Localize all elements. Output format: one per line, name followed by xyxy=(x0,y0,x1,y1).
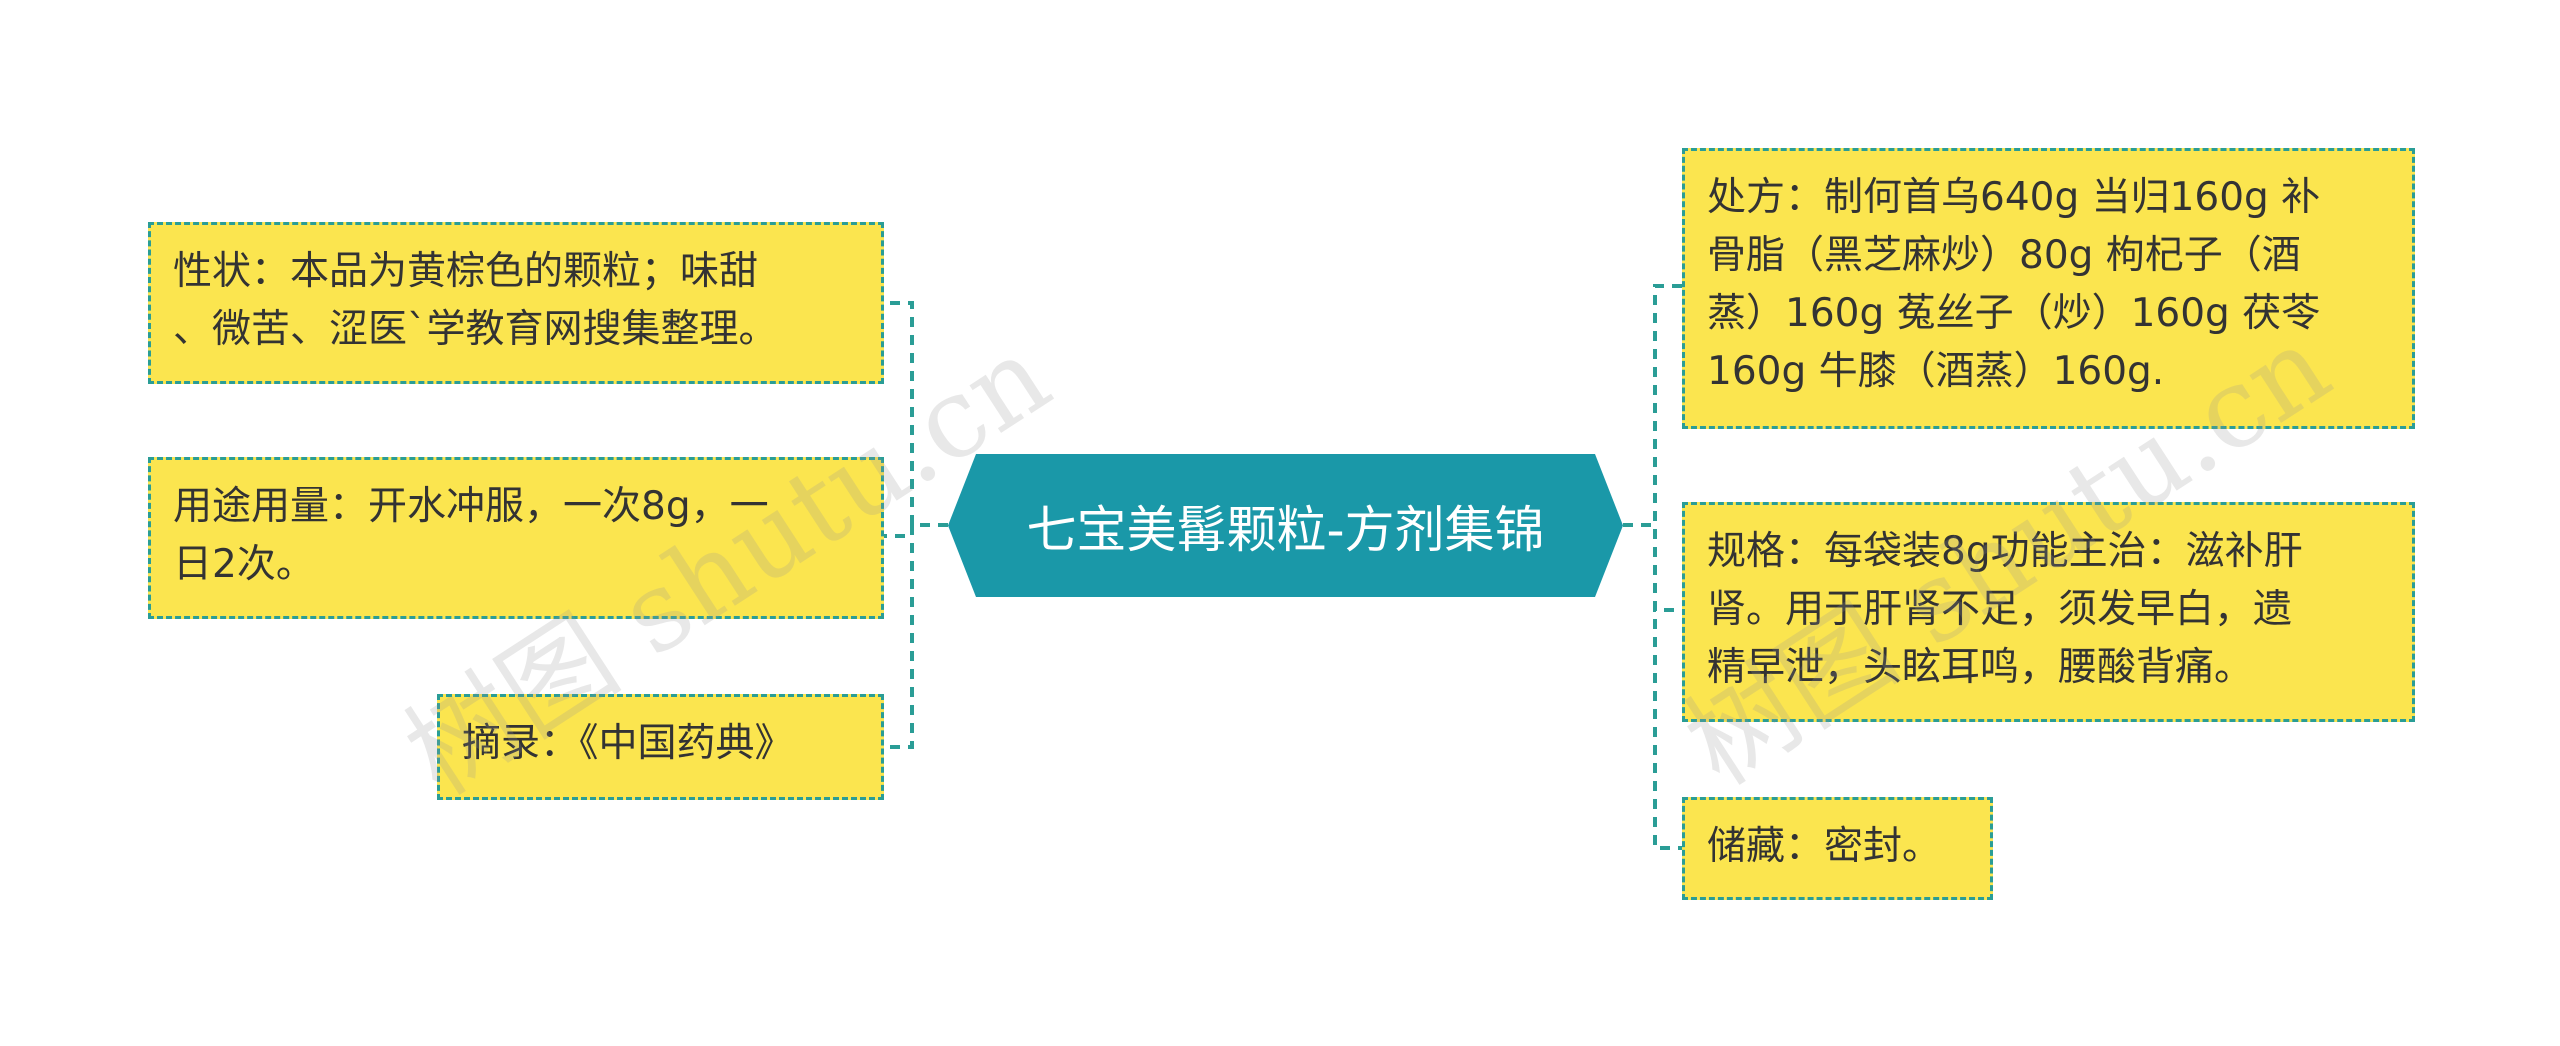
central-topic-title: 七宝美髯颗粒-方剂集锦 xyxy=(1026,500,1545,559)
connector-left-1 xyxy=(884,301,948,527)
topic-source[interactable]: 摘录：《中国药典》 xyxy=(437,694,884,800)
central-topic-shape xyxy=(948,454,1623,597)
connector-right-2 xyxy=(1623,523,1682,612)
topic-specification-indications[interactable]: 规格：每袋装8g功能主治：滋补肝 肾。用于肝肾不足，须发早白，遗 精早泄，头眩耳… xyxy=(1682,502,2415,722)
connector-left-3 xyxy=(884,523,948,749)
topic-prescription[interactable]: 处方：制何首乌640g 当归160g 补 骨脂（黑芝麻炒）80g 枸杞子（酒 蒸… xyxy=(1682,148,2415,429)
connector-right-1 xyxy=(1623,284,1682,527)
topic-storage[interactable]: 储藏：密封。 xyxy=(1682,797,1993,900)
connector-right-3 xyxy=(1623,523,1682,850)
topic-usage-dosage[interactable]: 用途用量：开水冲服，一次8g，一 日2次。 xyxy=(148,457,884,619)
central-topic[interactable]: 七宝美髯颗粒-方剂集锦 xyxy=(948,454,1623,597)
topic-properties[interactable]: 性状：本品为黄棕色的颗粒；味甜 、微苦、涩医`学教育网搜集整理。 xyxy=(148,222,884,384)
